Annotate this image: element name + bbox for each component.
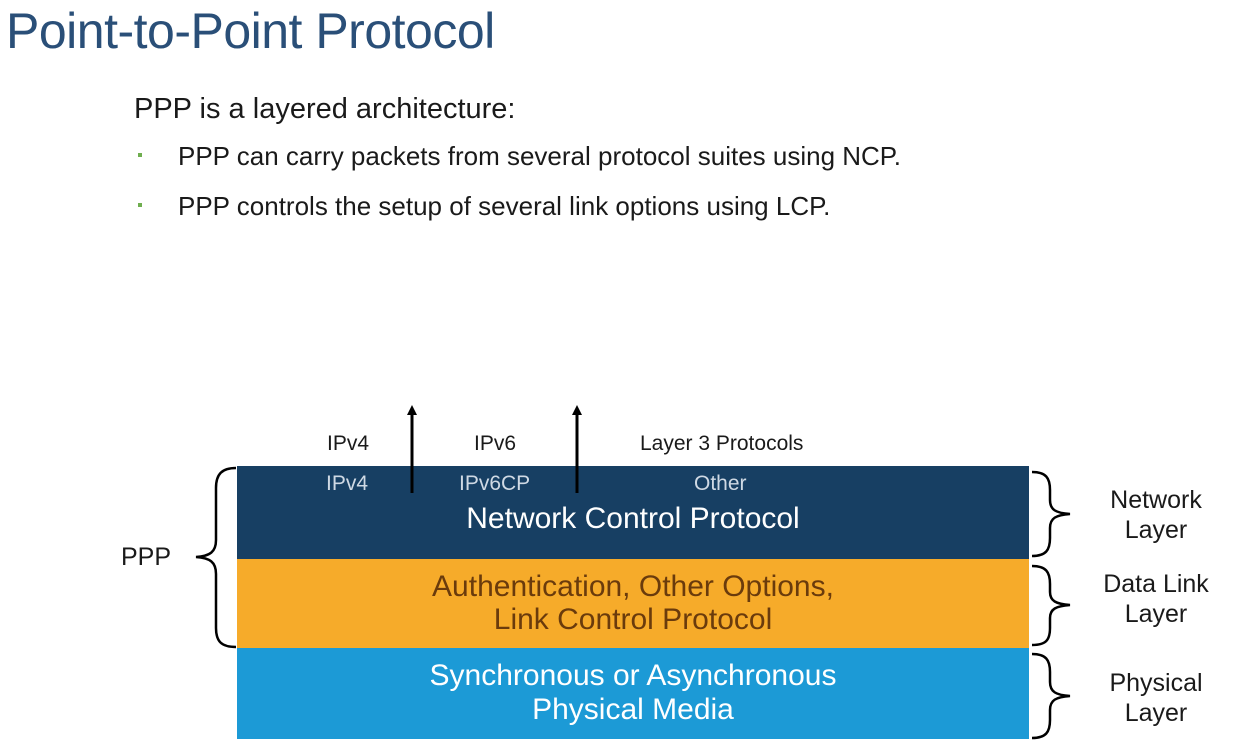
- physical-layer-label-line1: Physical: [1109, 669, 1203, 697]
- ncp-sub-ipv6cp: IPv6CP: [459, 472, 531, 495]
- data-link-layer-label-line1: Data Link: [1103, 570, 1209, 598]
- data-link-layer-label: Data Link Layer: [1086, 569, 1226, 629]
- physical-layer-label-line2: Layer: [1124, 699, 1188, 727]
- physical-label-line1: Synchronous or Asynchronous: [429, 659, 837, 692]
- physical-layer-label: Physical Layer: [1090, 668, 1222, 728]
- network-layer-brace-icon: [1031, 470, 1071, 558]
- network-layer-label-line2: Layer: [1124, 516, 1188, 544]
- bullet-dot-icon: [138, 153, 142, 157]
- bullet-list: PPP can carry packets from several proto…: [134, 143, 901, 243]
- slide-title: Point-to-Point Protocol: [6, 3, 495, 59]
- network-layer-label-line1: Network: [1110, 486, 1202, 514]
- lcp-label-line2: Link Control Protocol: [493, 603, 773, 636]
- intro-text: PPP is a layered architecture:: [134, 93, 516, 125]
- bullet-item: PPP can carry packets from several proto…: [134, 143, 901, 169]
- lcp-label-line1: Authentication, Other Options,: [432, 570, 834, 603]
- ncp-sub-other: Other: [694, 472, 747, 495]
- bullet-item: PPP controls the setup of several link o…: [134, 193, 901, 219]
- ncp-sub-ipv4: IPv4: [326, 472, 369, 495]
- data-link-layer-brace-icon: [1031, 564, 1071, 647]
- above-label-ipv4: IPv4: [327, 432, 370, 455]
- data-link-layer-label-line2: Layer: [1124, 600, 1188, 628]
- ncp-layer-box: IPv4 IPv6CP Other Network Control Protoc…: [237, 466, 1029, 559]
- network-layer-label: Network Layer: [1090, 485, 1222, 545]
- physical-label-line2: Physical Media: [532, 693, 734, 726]
- above-label-ipv6: IPv6: [474, 432, 517, 455]
- above-label-layer3: Layer 3 Protocols: [640, 432, 804, 455]
- bullet-text: PPP controls the setup of several link o…: [178, 191, 831, 221]
- bullet-dot-icon: [138, 203, 142, 207]
- physical-layer-box: Synchronous or Asynchronous Physical Med…: [237, 648, 1029, 739]
- ncp-label: Network Control Protocol: [466, 502, 800, 535]
- ppp-brace-icon: [195, 466, 237, 649]
- ppp-label: PPP: [121, 543, 172, 571]
- bullet-text: PPP can carry packets from several proto…: [178, 141, 902, 171]
- lcp-layer-box: Authentication, Other Options, Link Cont…: [237, 559, 1029, 648]
- physical-layer-brace-icon: [1031, 652, 1071, 740]
